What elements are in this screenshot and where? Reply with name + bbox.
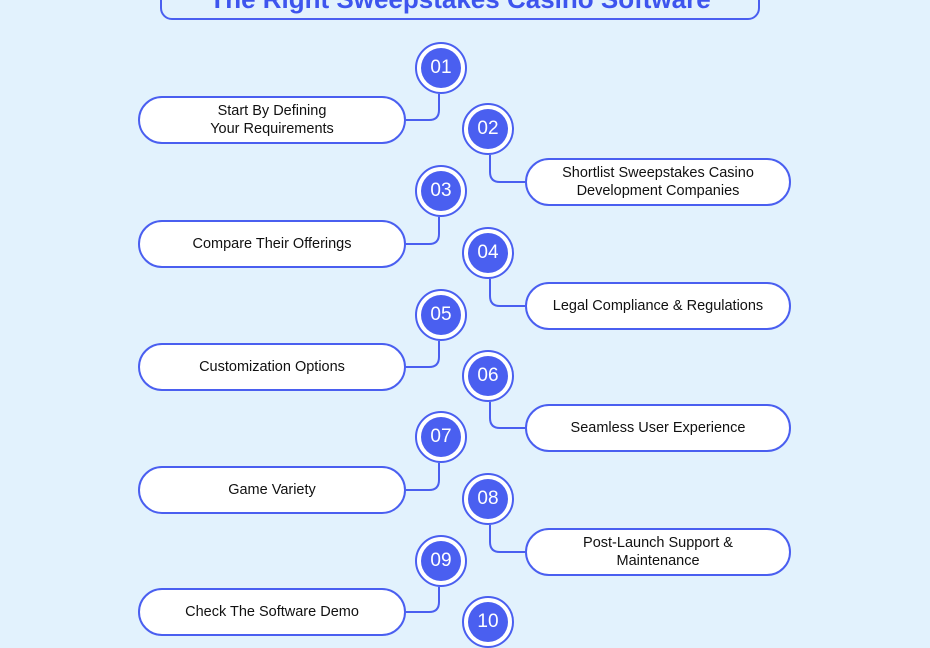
step-number-badge: 09 <box>415 535 467 587</box>
step-label-box: Game Variety <box>138 466 406 514</box>
connector-elbow <box>489 155 525 183</box>
connector-elbow <box>406 217 440 245</box>
step-number: 01 <box>421 48 461 88</box>
step-label-box: Shortlist Sweepstakes Casino Development… <box>525 158 791 206</box>
step-label-box: Check The Software Demo <box>138 588 406 636</box>
step-number: 05 <box>421 295 461 335</box>
step-label-box: Customization Options <box>138 343 406 391</box>
step-number-badge: 06 <box>462 350 514 402</box>
step-number: 07 <box>421 417 461 457</box>
connector-elbow <box>406 341 440 368</box>
step-label-box: Start By Defining Your Requirements <box>138 96 406 144</box>
step-number-badge: 01 <box>415 42 467 94</box>
step-number-badge: 08 <box>462 473 514 525</box>
step-number-badge: 02 <box>462 103 514 155</box>
connector-elbow <box>489 525 525 553</box>
step-number-badge: 10 <box>462 596 514 648</box>
connector-lines <box>222 58 708 614</box>
connector-elbow <box>489 402 525 429</box>
page-title: The Right Sweepstakes Casino Software <box>160 0 760 20</box>
connector-elbow <box>406 94 440 121</box>
step-number: 02 <box>468 109 508 149</box>
step-number: 04 <box>468 233 508 273</box>
step-number-badge: 03 <box>415 165 467 217</box>
step-label-box: Seamless User Experience <box>525 404 791 452</box>
connector-elbow <box>406 463 440 491</box>
step-label-box: Legal Compliance & Regulations <box>525 282 791 330</box>
step-number: 09 <box>421 541 461 581</box>
step-number-badge: 04 <box>462 227 514 279</box>
connector-elbow <box>406 587 440 613</box>
step-number: 08 <box>468 479 508 519</box>
step-label-box: Compare Their Offerings <box>138 220 406 268</box>
step-number-badge: 05 <box>415 289 467 341</box>
step-number: 10 <box>468 602 508 642</box>
connector-elbow <box>489 279 525 307</box>
step-number: 06 <box>468 356 508 396</box>
step-label-box: Post-Launch Support & Maintenance <box>525 528 791 576</box>
step-number: 03 <box>421 171 461 211</box>
step-number-badge: 07 <box>415 411 467 463</box>
